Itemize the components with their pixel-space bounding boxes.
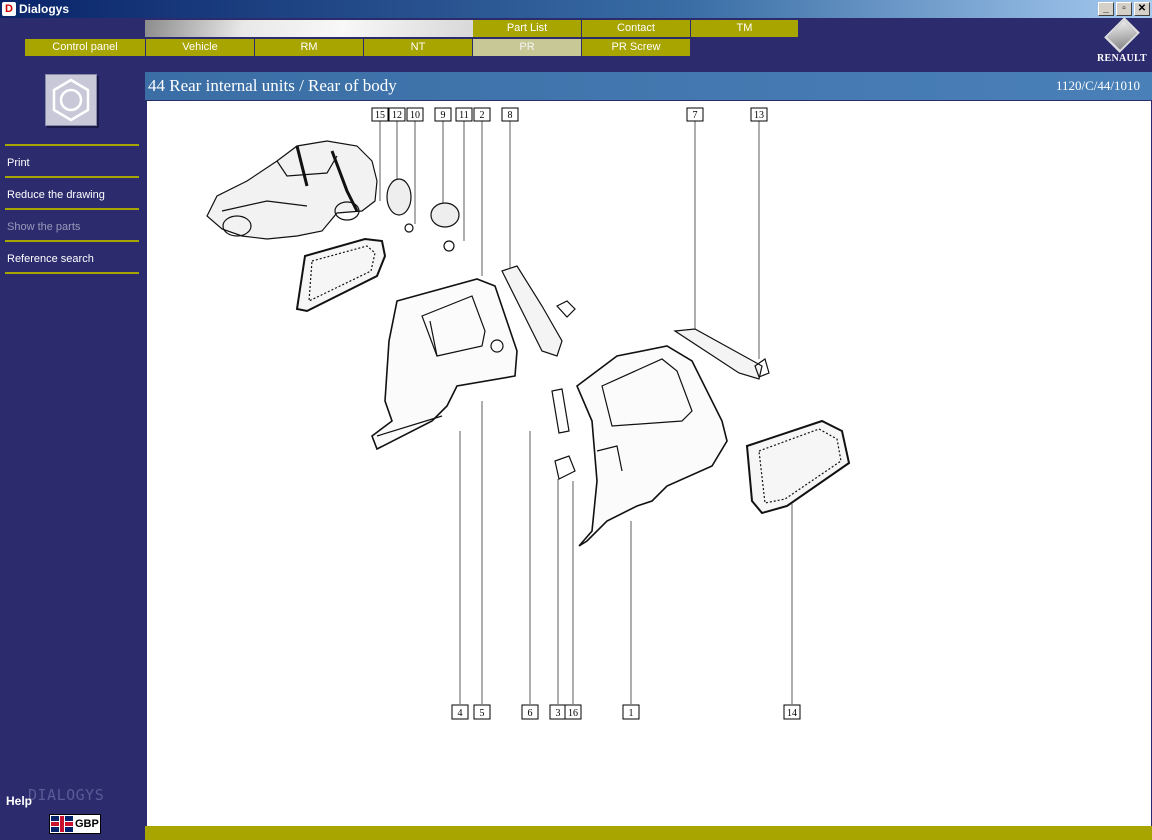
callout-label[interactable]: 8 bbox=[501, 107, 519, 122]
callout-label[interactable]: 3 bbox=[549, 704, 567, 720]
svg-text:2: 2 bbox=[480, 110, 485, 121]
fuel-flap-9-drawing bbox=[430, 202, 460, 228]
drawing-reference: 1120/C/44/1010 bbox=[1055, 78, 1140, 93]
minimize-button[interactable]: _ bbox=[1098, 2, 1114, 16]
svg-text:7: 7 bbox=[693, 110, 698, 121]
help-link[interactable]: Help bbox=[6, 794, 33, 808]
dialogys-app-icon[interactable]: D bbox=[2, 2, 16, 16]
bracket-3-drawing bbox=[554, 455, 576, 480]
svg-text:1: 1 bbox=[629, 708, 634, 719]
callout-label[interactable]: 7 bbox=[686, 107, 704, 122]
menu-item-print[interactable]: Print bbox=[5, 144, 139, 176]
callout-label[interactable]: 10 bbox=[406, 107, 424, 122]
page-title: 44 Rear internal units / Rear of body bbox=[148, 76, 397, 95]
screw-10-drawing bbox=[404, 223, 414, 233]
callout-label[interactable]: 6 bbox=[521, 704, 539, 720]
svg-text:8: 8 bbox=[508, 110, 513, 121]
tab-rm[interactable]: RM bbox=[255, 39, 364, 56]
fuel-cap-12-drawing bbox=[386, 178, 412, 216]
svg-text:3: 3 bbox=[556, 708, 561, 719]
tab-tm[interactable]: TM bbox=[691, 20, 799, 37]
svg-text:10: 10 bbox=[410, 110, 420, 121]
nut-icon bbox=[45, 74, 97, 126]
currency-selector[interactable]: GBP bbox=[49, 814, 101, 834]
dialogys-brand: DIALOGYS bbox=[28, 786, 105, 804]
currency-label: GBP bbox=[75, 818, 99, 830]
renault-diamond-icon bbox=[1104, 17, 1140, 53]
uk-flag-icon bbox=[51, 816, 73, 832]
svg-text:5: 5 bbox=[480, 708, 485, 719]
menu-divider bbox=[5, 272, 139, 274]
callout-label[interactable]: 11 bbox=[455, 107, 473, 122]
exploded-parts-diagram[interactable]: 15 12 10 9 11 2 8 7 13 4 5 6 3 16 1 14 bbox=[147, 101, 1151, 826]
menu-item-reduce-drawing[interactable]: Reduce the drawing bbox=[5, 176, 139, 208]
sidebar: Print Reduce the drawing Show the parts … bbox=[0, 72, 145, 840]
callout-label[interactable]: 9 bbox=[434, 107, 452, 122]
clip-11-drawing bbox=[443, 240, 455, 252]
pillar-8-drawing bbox=[501, 265, 563, 357]
callout-label[interactable]: 4 bbox=[451, 704, 469, 720]
footer-bar bbox=[145, 826, 1152, 840]
header-decor-band bbox=[145, 20, 473, 37]
menu-item-reference-search[interactable]: Reference search bbox=[5, 240, 139, 272]
tab-vehicle[interactable]: Vehicle bbox=[146, 39, 255, 56]
svg-text:11: 11 bbox=[459, 110, 469, 121]
svg-text:4: 4 bbox=[458, 708, 463, 719]
callout-label[interactable]: 1 bbox=[622, 704, 640, 720]
window-title: Dialogys bbox=[19, 2, 70, 16]
bracket-drawing bbox=[556, 300, 576, 318]
svg-text:6: 6 bbox=[528, 708, 533, 719]
close-button[interactable]: ✕ bbox=[1134, 2, 1150, 16]
tab-pr[interactable]: PR bbox=[473, 39, 582, 56]
tab-pr-screw[interactable]: PR Screw bbox=[582, 39, 691, 56]
callouts-bottom: 4 5 6 3 16 1 14 bbox=[451, 704, 801, 720]
bracket-13-drawing bbox=[754, 358, 770, 378]
tab-contact[interactable]: Contact bbox=[582, 20, 691, 37]
rear-window-left-drawing bbox=[295, 237, 387, 313]
tab-control-panel[interactable]: Control panel bbox=[25, 39, 146, 56]
callout-label[interactable]: 15 bbox=[371, 107, 389, 122]
svg-text:15: 15 bbox=[375, 110, 385, 121]
content-title-bar: 44 Rear internal units / Rear of body 11… bbox=[145, 72, 1152, 100]
callout-label[interactable]: 16 bbox=[564, 704, 582, 720]
car-overview-drawing bbox=[206, 140, 378, 240]
parts-drawing-canvas[interactable]: 15 12 10 9 11 2 8 7 13 4 5 6 3 16 1 14 bbox=[147, 101, 1151, 826]
side-panel-main-drawing bbox=[576, 345, 728, 547]
svg-text:16: 16 bbox=[568, 708, 578, 719]
tab-part-list[interactable]: Part List bbox=[473, 20, 582, 37]
sidebar-menu: Print Reduce the drawing Show the parts … bbox=[5, 144, 139, 274]
callout-label[interactable]: 13 bbox=[750, 107, 768, 122]
renault-logo: RENAULT bbox=[1096, 17, 1148, 68]
rail-7-drawing bbox=[673, 328, 763, 380]
svg-text:9: 9 bbox=[441, 110, 446, 121]
pillar-6-drawing bbox=[551, 388, 570, 434]
callout-label[interactable]: 12 bbox=[388, 107, 406, 122]
callout-leader-lines bbox=[379, 121, 793, 704]
callout-label[interactable]: 2 bbox=[473, 107, 491, 122]
maximize-button[interactable]: ▫ bbox=[1116, 2, 1132, 16]
svg-text:13: 13 bbox=[754, 110, 764, 121]
callout-label[interactable]: 14 bbox=[783, 704, 801, 720]
callout-label[interactable]: 5 bbox=[473, 704, 491, 720]
svg-text:14: 14 bbox=[787, 708, 797, 719]
callouts-top: 15 12 10 9 11 2 8 7 13 bbox=[371, 107, 768, 122]
window-title-bar: D Dialogys _ ▫ ✕ bbox=[0, 0, 1152, 18]
tab-nt[interactable]: NT bbox=[364, 39, 473, 56]
side-panel-left-drawing bbox=[371, 278, 518, 451]
svg-text:12: 12 bbox=[392, 110, 402, 121]
app-header: Part List Contact TM Control panel Vehic… bbox=[0, 17, 1152, 72]
menu-item-show-parts: Show the parts bbox=[5, 208, 139, 240]
rear-window-right-drawing bbox=[745, 419, 851, 515]
